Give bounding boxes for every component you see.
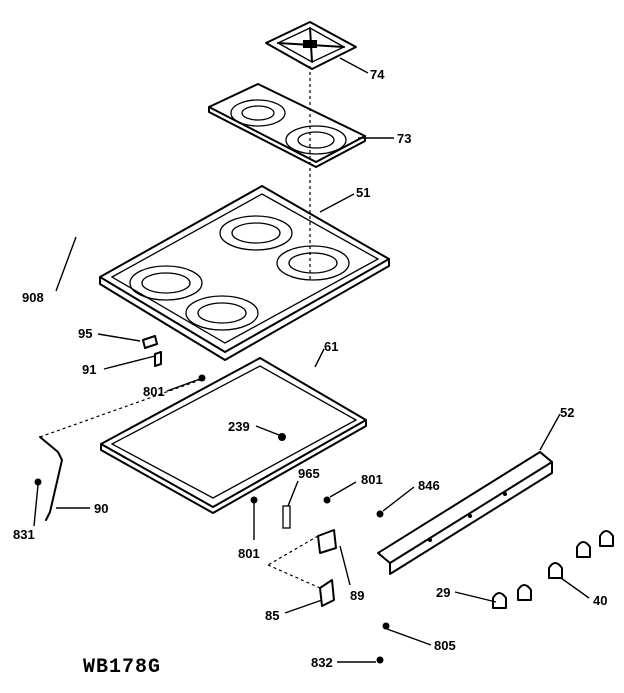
screw-805-shape — [382, 622, 390, 630]
callout-908: 908 — [22, 290, 44, 305]
callout-73: 73 — [397, 131, 411, 146]
plug-239-shape — [278, 433, 286, 441]
screw-801-a-shape — [198, 374, 206, 382]
grate — [265, 21, 357, 70]
callout-801-b: 801 — [361, 472, 383, 487]
callout-40: 40 — [593, 593, 607, 608]
screw-801-b-shape — [323, 496, 331, 504]
clip-95-shape — [142, 335, 158, 349]
support-rod — [39, 379, 201, 521]
callout-95: 95 — [78, 326, 92, 341]
spring-965-shape — [282, 505, 291, 529]
callout-805: 805 — [434, 638, 456, 653]
callout-74: 74 — [370, 67, 385, 82]
callout-91: 91 — [82, 362, 96, 377]
bracket-91-shape — [154, 351, 162, 367]
bracket-85 — [319, 579, 335, 607]
knobs — [492, 530, 614, 609]
callout-29: 29 — [436, 585, 450, 600]
main-cooktop — [99, 185, 390, 361]
model-code: WB178G — [83, 656, 161, 679]
screw-831-shape — [34, 478, 42, 486]
callout-965: 965 — [298, 466, 320, 481]
callout-831: 831 — [13, 527, 35, 542]
callout-239: 239 — [228, 419, 250, 434]
callout-61: 61 — [324, 339, 338, 354]
screw-832-shape — [376, 656, 384, 664]
callout-846: 846 — [418, 478, 440, 493]
callout-89: 89 — [350, 588, 364, 603]
callout-801-c: 801 — [238, 546, 260, 561]
callout-52: 52 — [560, 405, 574, 420]
callout-801-a: 801 — [143, 384, 165, 399]
callout-90: 90 — [94, 501, 108, 516]
lower-panel — [100, 357, 367, 514]
callout-51: 51 — [356, 185, 370, 200]
cooktop-insert — [208, 83, 366, 168]
screw-846-shape — [376, 510, 384, 518]
leader-lines — [33, 57, 590, 663]
hinge-bracket — [317, 529, 337, 554]
callout-832: 832 — [311, 655, 333, 670]
fasteners — [34, 335, 390, 664]
callout-85: 85 — [265, 608, 279, 623]
control-panel — [377, 451, 553, 575]
screw-801-c-shape — [250, 496, 258, 504]
